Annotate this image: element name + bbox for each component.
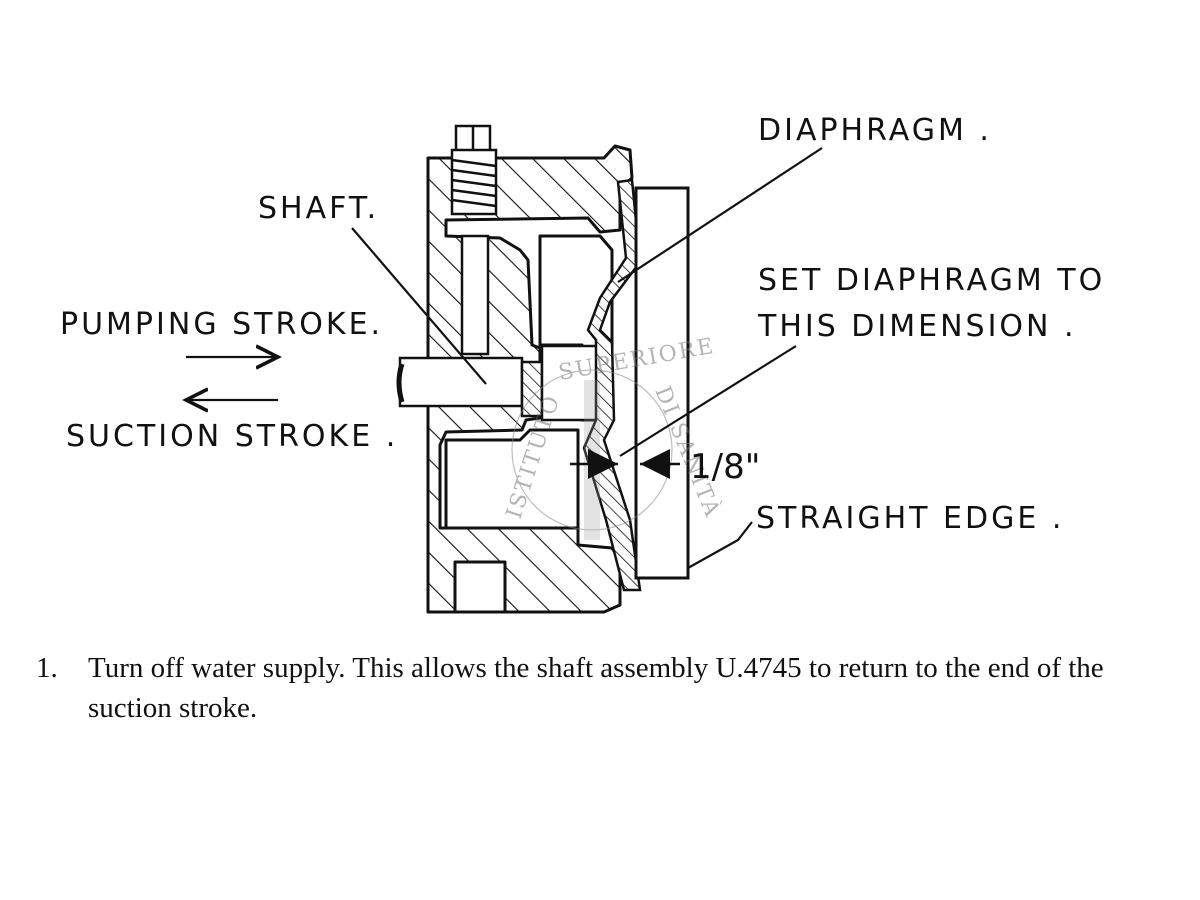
label-straight-edge: STRAIGHT EDGE . — [756, 501, 1064, 536]
label-suction-stroke: SUCTION STROKE . — [66, 419, 398, 454]
label-dimension: 1/8" — [690, 447, 760, 487]
step-number: 1. — [36, 652, 58, 684]
straight-edge — [634, 186, 690, 580]
leader-lines — [351, 147, 823, 569]
adjusting-screw — [450, 124, 498, 356]
label-set-diaphragm-1: SET DIAPHRAGM TO — [758, 263, 1105, 298]
label-pumping-stroke: PUMPING STROKE. — [60, 307, 383, 342]
label-set-diaphragm-2: THIS DIMENSION . — [757, 309, 1077, 344]
step-text: Turn off water supply. This allows the s… — [88, 652, 1104, 724]
label-diaphragm: DIAPHRAGM . — [758, 113, 992, 148]
shaft — [396, 344, 600, 422]
label-shaft: SHAFT. — [258, 191, 379, 226]
diaphragm — [582, 178, 642, 592]
